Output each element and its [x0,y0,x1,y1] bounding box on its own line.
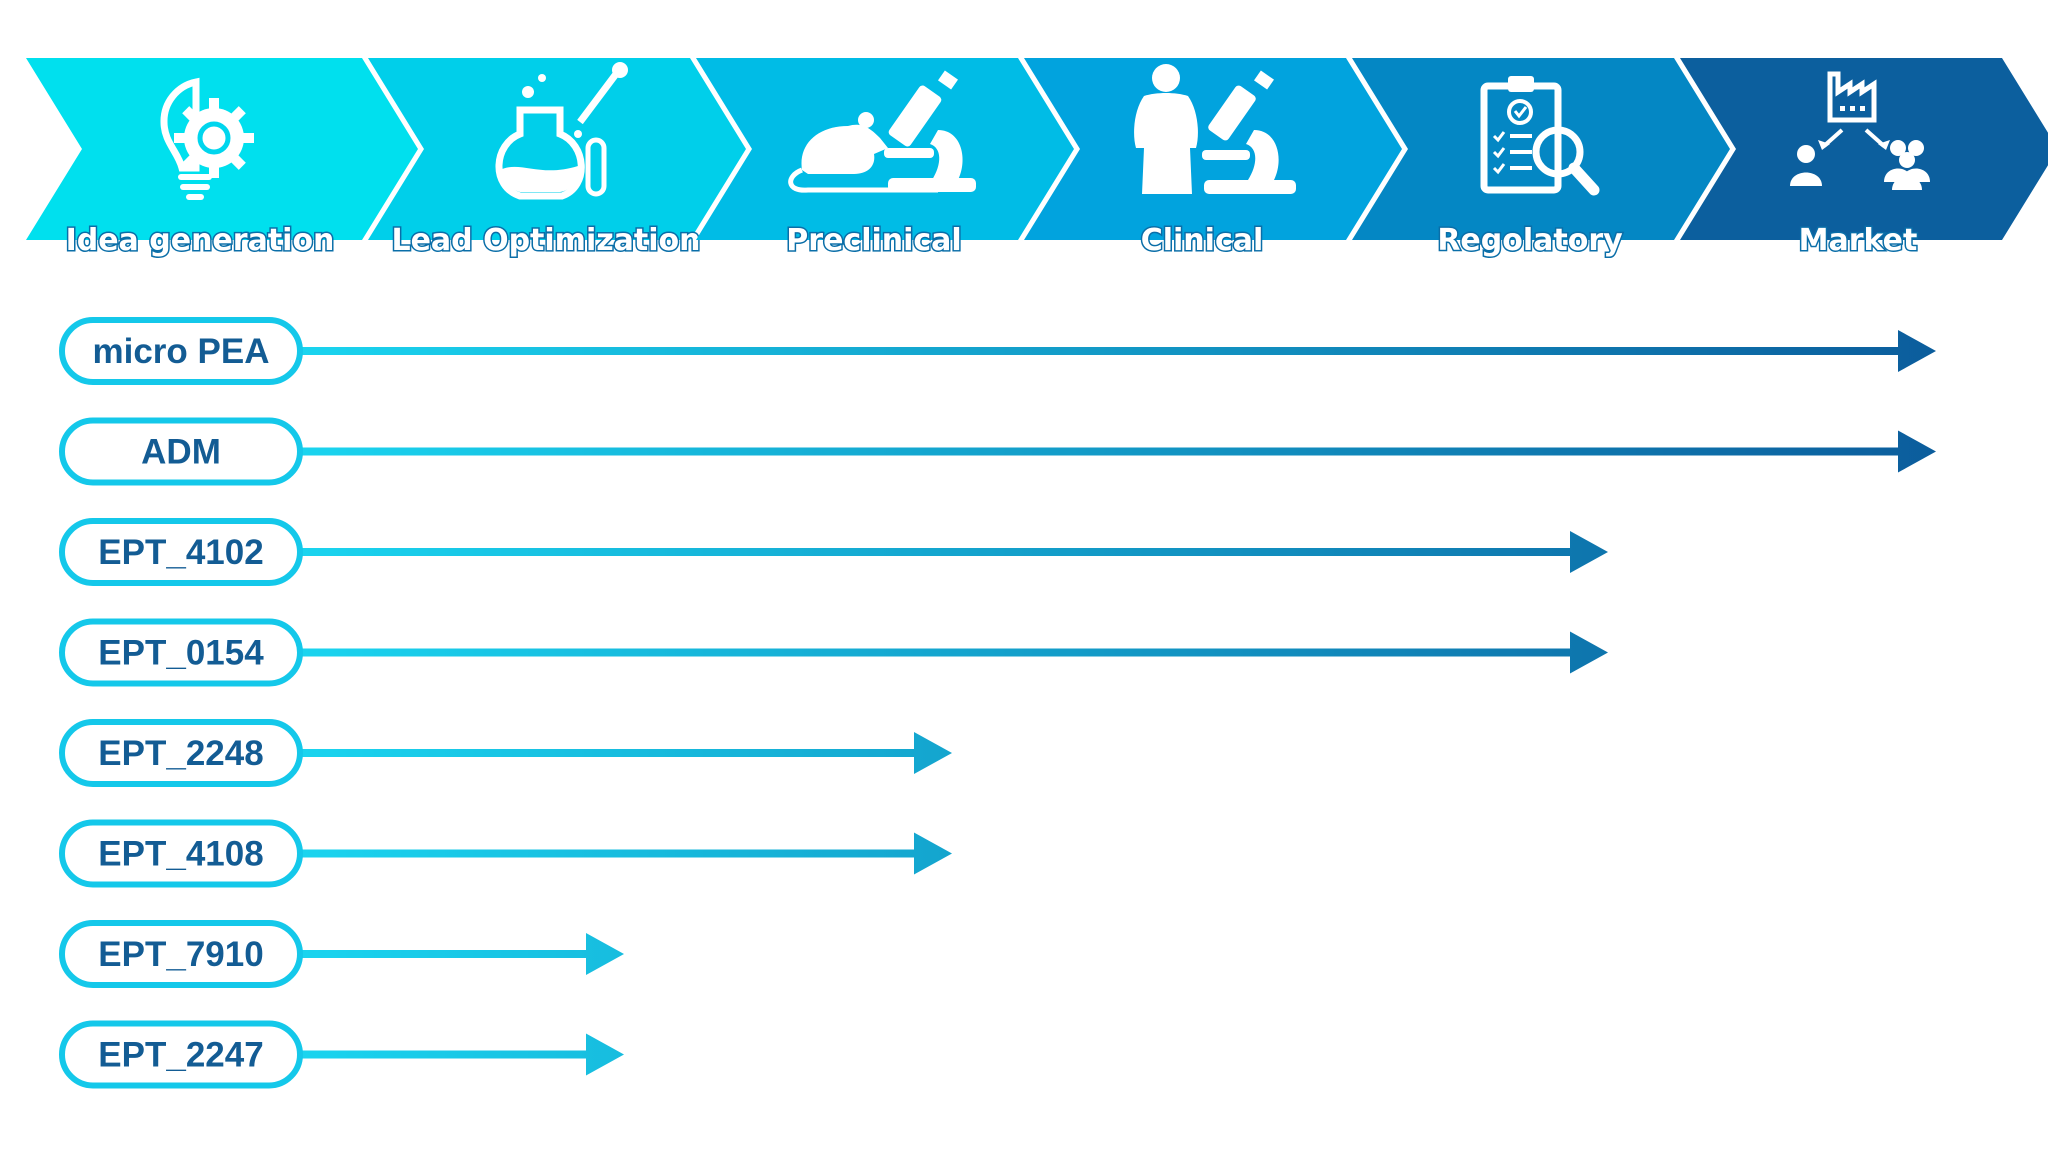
compound-pill [59,518,303,586]
arrow-head [1570,631,1608,674]
compound-pill [59,618,303,687]
arrow-head [914,732,952,774]
arrow-shaft [296,447,1898,456]
pipeline-row: EPT_2248 [59,719,952,787]
stage-label: Market [1799,223,1918,258]
stage-chevron-shape [368,58,746,240]
stage-chevron: Lead Optimization [368,58,746,260]
compound-pill [59,819,303,888]
arrow-head [914,832,952,875]
stage-label: Clinical [1141,223,1264,258]
arrow-head [1898,330,1936,372]
arrow-shaft [296,1050,586,1059]
pipeline-row: ADM [59,417,1936,486]
pipeline-row: EPT_2247 [59,1020,624,1089]
progress-arrow [296,430,1936,473]
arrow-shaft [296,849,914,858]
stage-label: Preclinical [786,223,961,258]
compound-pill [59,1020,303,1089]
compound-name: micro PEA [93,332,270,371]
rat-microscope-icon [788,70,976,193]
arrow-head [586,1033,624,1076]
pipeline-row: EPT_0154 [59,618,1608,687]
pipeline-rows: micro PEA ADM EPT_4102EPT_0154EPT_2248EPT_… [59,317,1936,1089]
compound-pill [59,317,303,385]
compound-name: EPT_4108 [98,835,263,874]
arrow-shaft [296,548,1570,556]
clipboard-magnifier-icon [1480,76,1600,196]
stage-label: Regolatory [1437,223,1623,258]
compound-pill [59,719,303,787]
compound-name: ADM [141,433,221,472]
pipeline-row: EPT_4102 [59,518,1608,586]
arrow-head [1898,430,1936,473]
compound-name: EPT_4102 [98,533,263,572]
factory-people-icon [1790,71,1930,190]
pipeline-row: EPT_7910 [59,920,624,988]
stage-chevron-shape [1352,58,1730,240]
compound-pill [59,417,303,486]
compound-name: EPT_2248 [98,734,263,773]
stage-chevron: Clinical [1024,58,1402,260]
compound-pill [59,920,303,988]
pipeline-row: micro PEA [59,317,1936,385]
progress-arrow [296,933,624,975]
arrow-shaft [296,950,586,958]
stage-label: Idea generation [66,223,335,258]
stage-chevron: Idea generation [26,58,418,260]
arrow-shaft [296,648,1570,657]
stage-chevron: Regolatory [1352,58,1730,260]
progress-arrow [296,832,952,875]
stage-label: Lead Optimization [391,223,700,258]
progress-arrow [296,732,952,774]
compound-name: EPT_0154 [98,634,264,673]
lightbulb-gear-icon [160,77,254,200]
stage-chevrons: Idea generation Lead Optimization Preclini… [26,58,2048,260]
arrow-head [586,933,624,975]
arrow-head [1570,531,1608,573]
progress-arrow [296,631,1608,674]
progress-arrow [296,531,1608,573]
compound-name: EPT_7910 [98,935,263,974]
stage-chevron: Market [1680,58,2048,260]
arrow-shaft [296,347,1898,355]
flask-pipette-icon [495,62,628,200]
stage-chevron-shape [1024,58,1402,240]
compound-name: EPT_2247 [98,1036,263,1075]
pipeline-row: EPT_4108 [59,819,952,888]
progress-arrow [296,1033,624,1076]
human-microscope-icon [1134,64,1296,194]
stage-chevron-shape [1680,58,2048,240]
stage-chevron: Preclinical [696,58,1074,260]
arrow-shaft [296,749,914,757]
progress-arrow [296,330,1936,372]
